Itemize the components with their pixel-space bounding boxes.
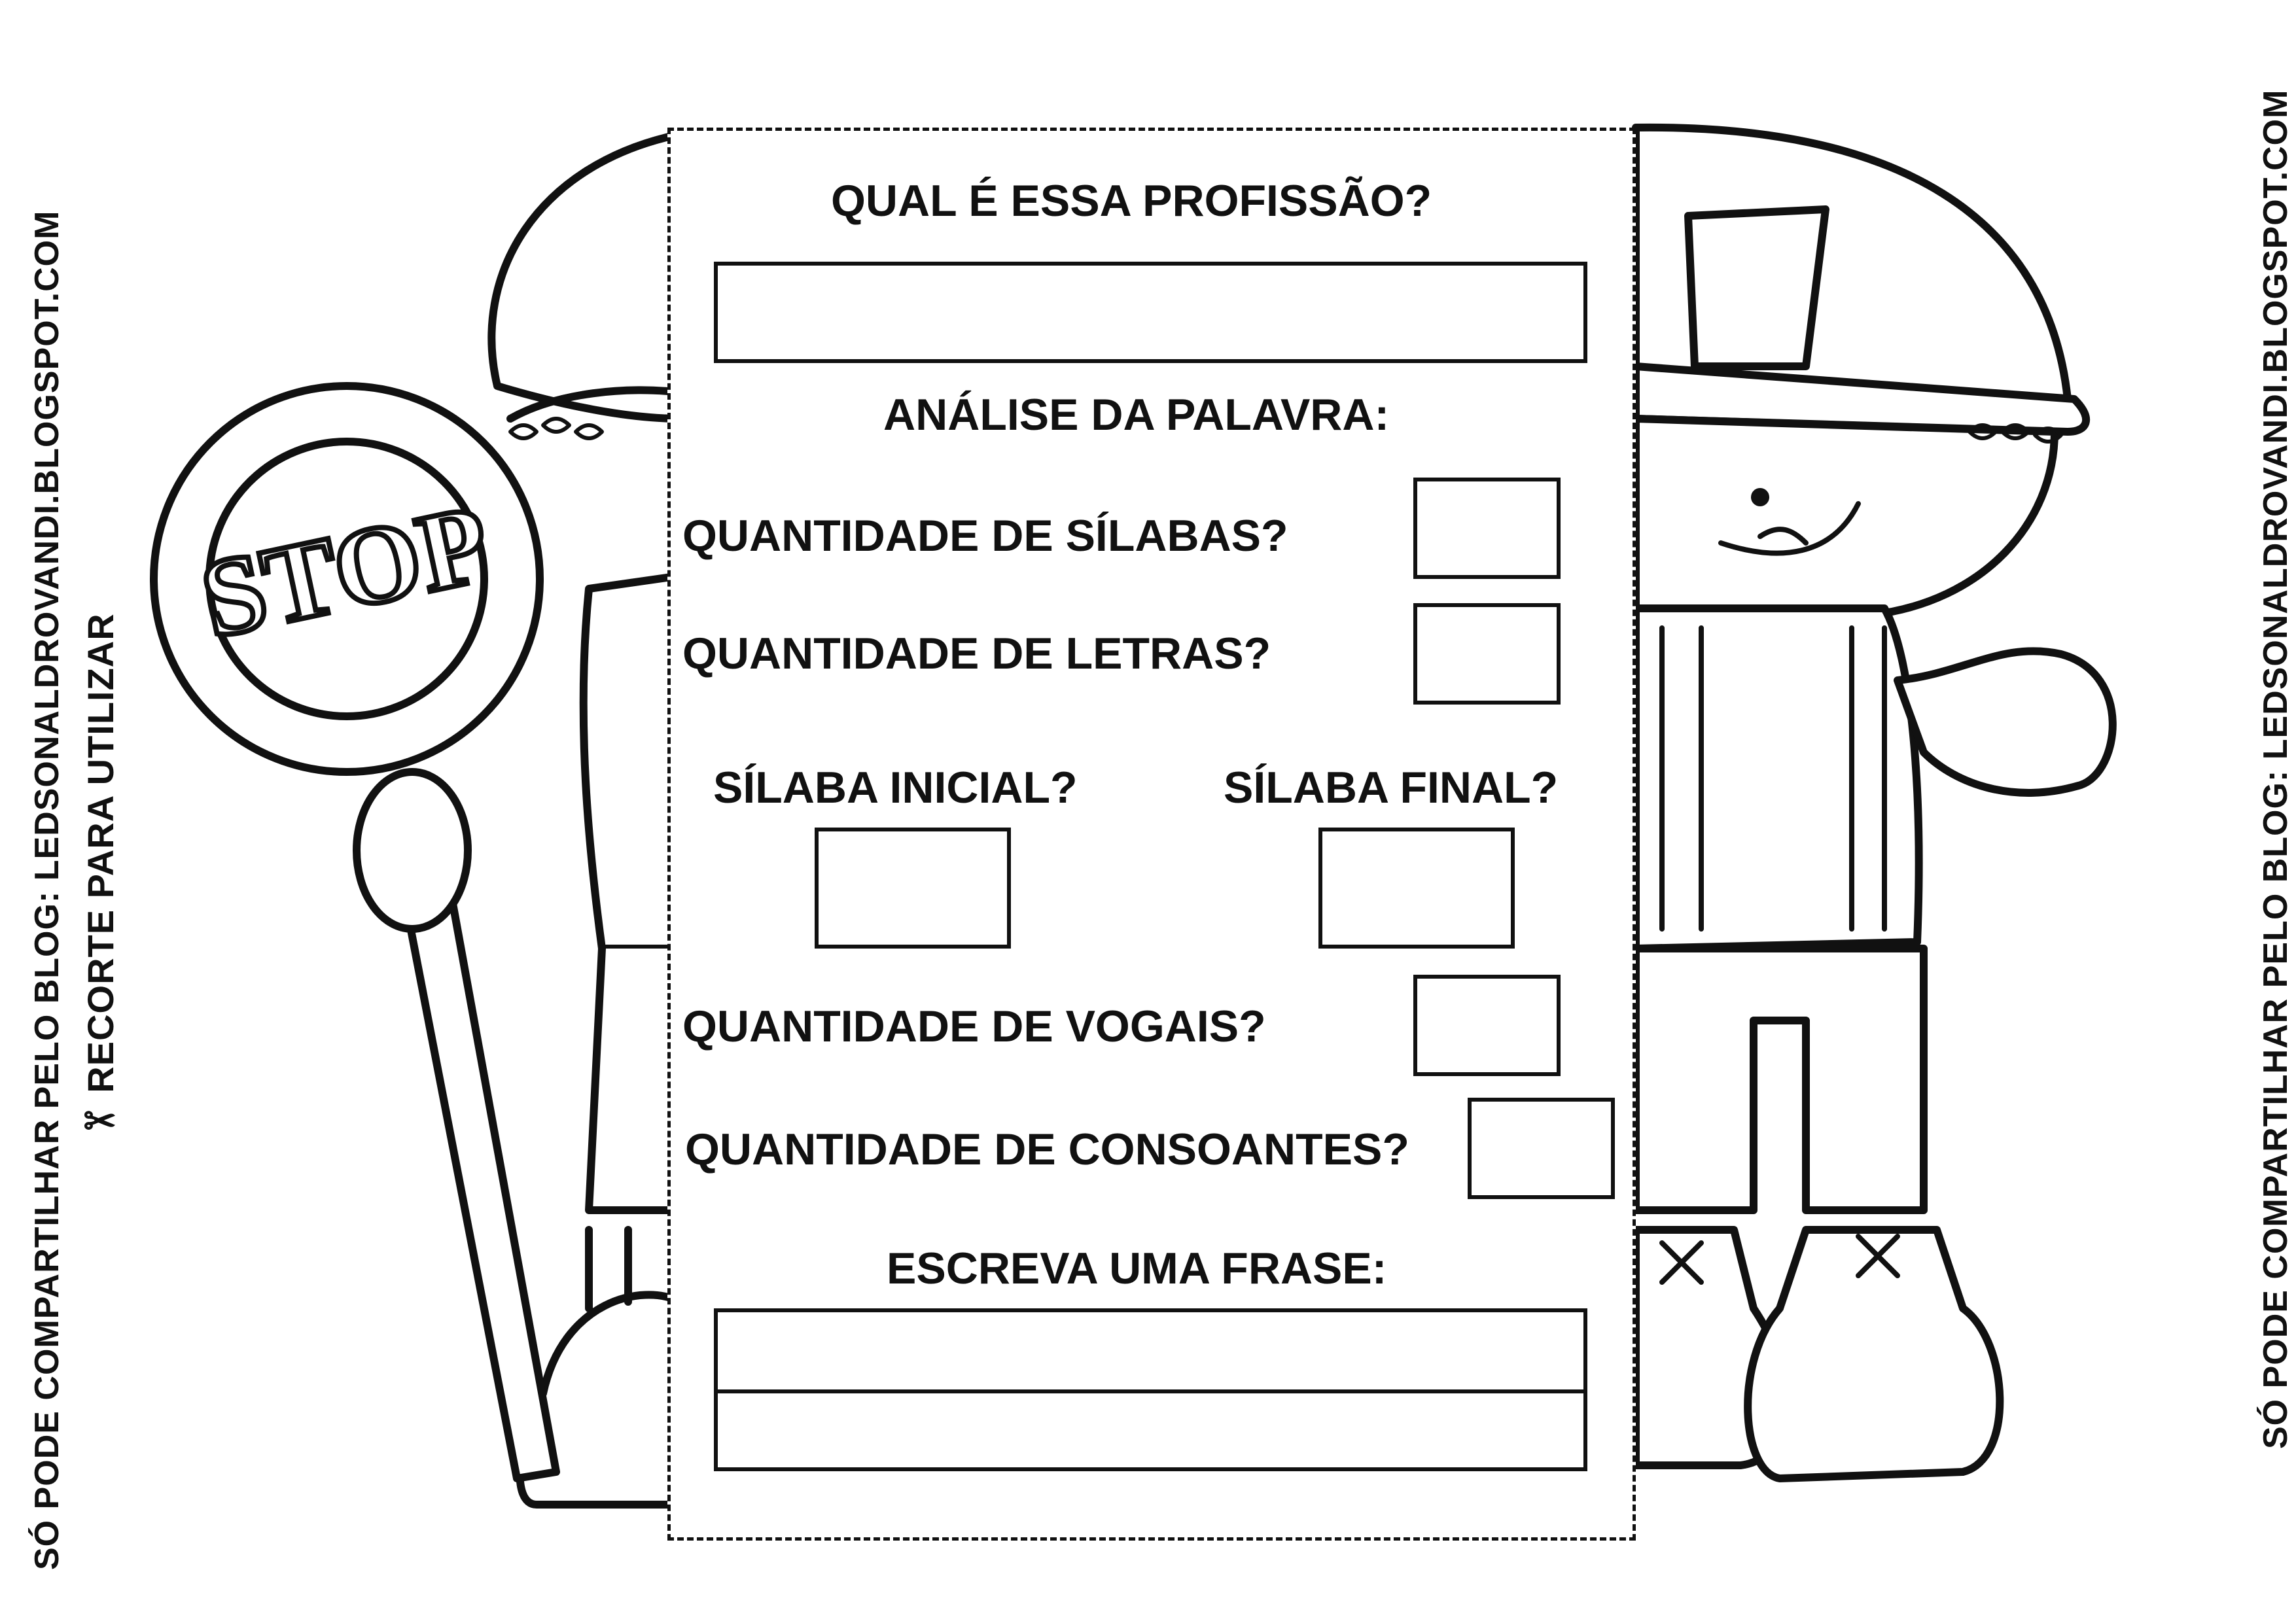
worksheet-card: QUAL É ESSA PROFISSÃO? ANÁLISE DA PALAVR… bbox=[667, 128, 1636, 1541]
right-helmet-crest bbox=[1684, 205, 1829, 370]
card-title: QUAL É ESSA PROFISSÃO? bbox=[831, 176, 1432, 226]
final-syllable-box[interactable] bbox=[1318, 828, 1515, 949]
initial-syllable-box[interactable] bbox=[815, 828, 1011, 949]
left-helmet bbox=[487, 130, 684, 423]
stop-sign-inner bbox=[205, 438, 488, 720]
initial-syllable-question: SÍLABA INICIAL? bbox=[713, 763, 1078, 812]
sentence-line-1[interactable] bbox=[714, 1308, 1587, 1393]
side-credit-right: SÓ PODE COMPARTILHAR PELO BLOG: LEDSONAL… bbox=[2257, 89, 2295, 1449]
stop-pole bbox=[402, 892, 560, 1482]
scissors-icon: ✂ bbox=[83, 1099, 117, 1143]
consonants-question: QUANTIDADE DE CONSOANTES? bbox=[685, 1125, 1409, 1174]
syllables-question: QUANTIDADE DE SÍLABAS? bbox=[682, 511, 1288, 561]
cut-instruction: ✂ RECORTE PARA UTILIZAR bbox=[77, 613, 123, 1143]
vowels-question: QUANTIDADE DE VOGAIS? bbox=[682, 1002, 1266, 1051]
cut-instruction-label: RECORTE PARA UTILIZAR bbox=[79, 613, 121, 1093]
stop-handle bbox=[353, 768, 472, 933]
consonants-answer-box[interactable] bbox=[1468, 1098, 1615, 1199]
right-kid-hand bbox=[1894, 647, 2117, 797]
side-credit-left: SÓ PODE COMPARTILHAR PELO BLOG: LEDSONAL… bbox=[28, 210, 66, 1570]
sentence-line-2[interactable] bbox=[714, 1389, 1587, 1471]
profession-answer-box[interactable] bbox=[714, 262, 1587, 363]
left-kid-body bbox=[579, 572, 684, 952]
sentence-heading: ESCREVA UMA FRASE: bbox=[887, 1244, 1387, 1293]
analysis-heading: ANÁLISE DA PALAVRA: bbox=[883, 390, 1390, 440]
syllables-answer-box[interactable] bbox=[1413, 478, 1561, 579]
right-helmet-brim bbox=[1632, 362, 2091, 436]
right-shoe-right bbox=[1744, 1226, 2004, 1482]
final-syllable-question: SÍLABA FINAL? bbox=[1224, 763, 1559, 812]
right-kid-face bbox=[1632, 415, 2058, 619]
vowels-answer-box[interactable] bbox=[1413, 975, 1561, 1076]
right-kid-vest bbox=[1632, 604, 1923, 952]
letters-question: QUANTIDADE DE LETRAS? bbox=[682, 629, 1271, 678]
letters-answer-box[interactable] bbox=[1413, 603, 1561, 705]
